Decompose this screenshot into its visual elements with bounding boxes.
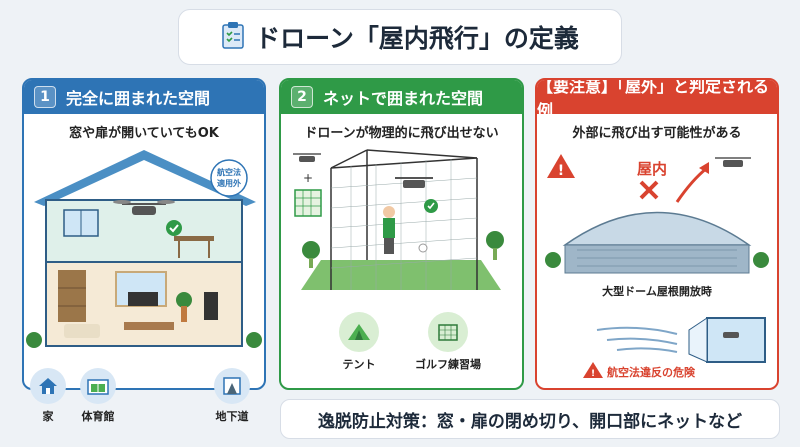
house-cutaway-illustration: 航空法 適用外: [24, 140, 264, 366]
drone-icon: [293, 153, 321, 162]
panel-enclosed-space: 1 完全に囲まれた空間 窓や扉が開いていてもOK 航空法 適用外: [22, 78, 266, 390]
panel-number: 1: [34, 86, 56, 108]
aviation-law-warning: 航空法違反の危険: [607, 365, 696, 379]
stadium-caption: 大型ドーム屋根開放時: [602, 284, 712, 298]
warning-icon: !: [547, 154, 575, 179]
panel-net-header: 2 ネットで囲まれた空間: [281, 80, 522, 114]
golf-net-icon: [428, 312, 468, 352]
panel-number: 2: [291, 86, 313, 108]
drone-icon: [715, 157, 751, 167]
panel-net-heading: ネットで囲まれた空間: [323, 89, 484, 108]
example-gym: 体育館: [80, 368, 116, 424]
svg-text:!: !: [558, 163, 564, 179]
tent-icon: [339, 312, 379, 352]
open-window-icon: [688, 317, 766, 363]
example-underpass-label: 地下道: [215, 410, 249, 423]
example-underpass: 地下道: [214, 368, 250, 424]
outside-aviation-law-badge: [210, 159, 248, 197]
example-gym-label: 体育館: [81, 410, 115, 423]
panel-outdoor-examples: 【要注意】「屋外」と判定される例 外部に飛び出す可能性がある ! 屋内 大型ドー…: [535, 78, 779, 390]
indoor-label: 屋内: [637, 160, 667, 178]
gym-icon: [80, 368, 116, 404]
golf-net-illustration: +: [293, 149, 504, 290]
building-examples: 家 体育館 地下道: [22, 368, 266, 440]
footer-measures: 逸脱防止対策：窓・扉の閉め切り、開口部にネットなど: [280, 399, 780, 439]
panel-net-enclosed-space: 2 ネットで囲まれた空間 ドローンが物理的に飛び出せない +: [279, 78, 524, 390]
cross-icon: [639, 180, 659, 200]
drone-icon: [113, 200, 175, 215]
panel-outdoor-subtitle: 外部に飛び出す可能性がある: [572, 126, 742, 141]
example-house: 家: [30, 368, 66, 424]
svg-text:+: +: [303, 171, 313, 185]
page-title-bar: ドローン「屋内飛行」の定義: [178, 9, 622, 65]
clipboard-icon: [221, 21, 245, 53]
panel-outdoor-header: 【要注意】「屋外」と判定される例: [537, 80, 777, 120]
example-tent: テント: [339, 312, 379, 372]
footer-text: 逸脱防止対策：窓・扉の閉め切り、開口部にネットなど: [317, 411, 743, 432]
panel-enclosed-subtitle: 窓や扉が開いていてもOK: [69, 126, 219, 141]
page-title: ドローン「屋内飛行」の定義: [255, 24, 579, 53]
badge-line-2: 適用外: [217, 178, 241, 188]
example-golf-range: ゴルフ練習場: [415, 312, 481, 372]
panel-enclosed-header: 1 完全に囲まれた空間: [24, 80, 264, 114]
svg-text:!: !: [591, 369, 595, 379]
underpass-icon: [214, 368, 250, 404]
panel-outdoor-heading: 【要注意】「屋外」と判定される例: [537, 78, 770, 120]
badge-line-1: 航空法: [217, 167, 241, 177]
example-tent-label: テント: [342, 358, 376, 371]
panel-net-subtitle: ドローンが物理的に飛び出せない: [304, 126, 499, 141]
example-golf-range-label: ゴルフ練習場: [415, 358, 481, 371]
stadium-illustration: ! 屋内 大型ドーム屋根開放時 ! 航空法違反の危険: [545, 154, 769, 379]
house-icon: [30, 368, 66, 404]
example-house-label: 家: [42, 410, 54, 423]
panel-enclosed-heading: 完全に囲まれた空間: [66, 89, 211, 108]
